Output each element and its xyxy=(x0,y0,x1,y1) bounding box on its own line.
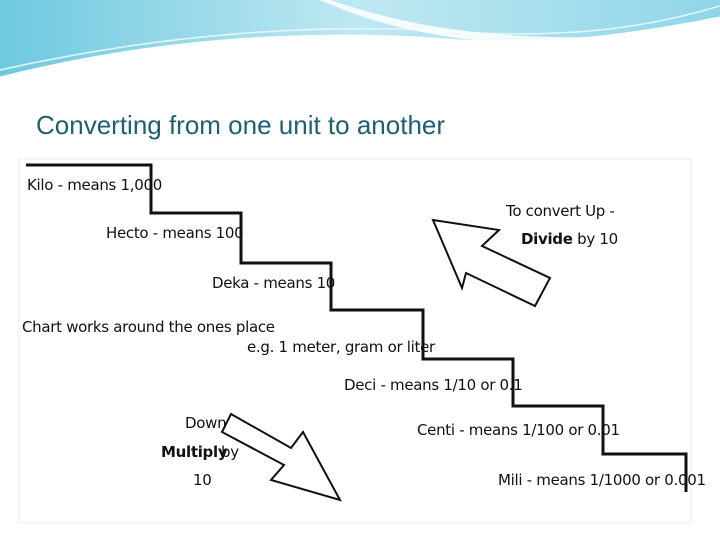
step-mili: Mili - means 1/1000 or 0.001 xyxy=(498,471,706,489)
staircase-line xyxy=(26,163,688,492)
step-deci: Deci - means 1/10 or 0.1 xyxy=(344,376,523,394)
up-arrow-icon xyxy=(431,218,552,308)
step-ones-example: e.g. 1 meter, gram or liter xyxy=(247,338,435,356)
step-deka: Deka - means 10 xyxy=(212,274,336,292)
down-note-number: 10 xyxy=(193,471,212,489)
down-note-action: Multiply xyxy=(161,443,228,461)
decorative-banner xyxy=(0,0,720,80)
up-note-action: Divide xyxy=(521,230,573,248)
up-note-rest: by 10 xyxy=(572,230,618,248)
up-note-line1: To convert Up - xyxy=(506,202,615,220)
down-arrow-icon xyxy=(220,412,343,502)
metric-staircase-diagram: Kilo - means 1,000 Hecto - means 100 Dek… xyxy=(18,158,706,524)
step-ones-place: Chart works around the ones place xyxy=(22,318,275,336)
step-hecto: Hecto - means 100 xyxy=(106,224,244,242)
up-note-line2: Divide by 10 xyxy=(521,230,618,248)
step-centi: Centi - means 1/100 or 0.01 xyxy=(417,421,620,439)
down-note-by: by xyxy=(221,443,239,461)
step-kilo: Kilo - means 1,000 xyxy=(27,176,162,194)
staircase-graphic xyxy=(18,158,692,524)
down-note-line1: Down xyxy=(185,414,227,432)
page-title: Converting from one unit to another xyxy=(36,110,446,140)
